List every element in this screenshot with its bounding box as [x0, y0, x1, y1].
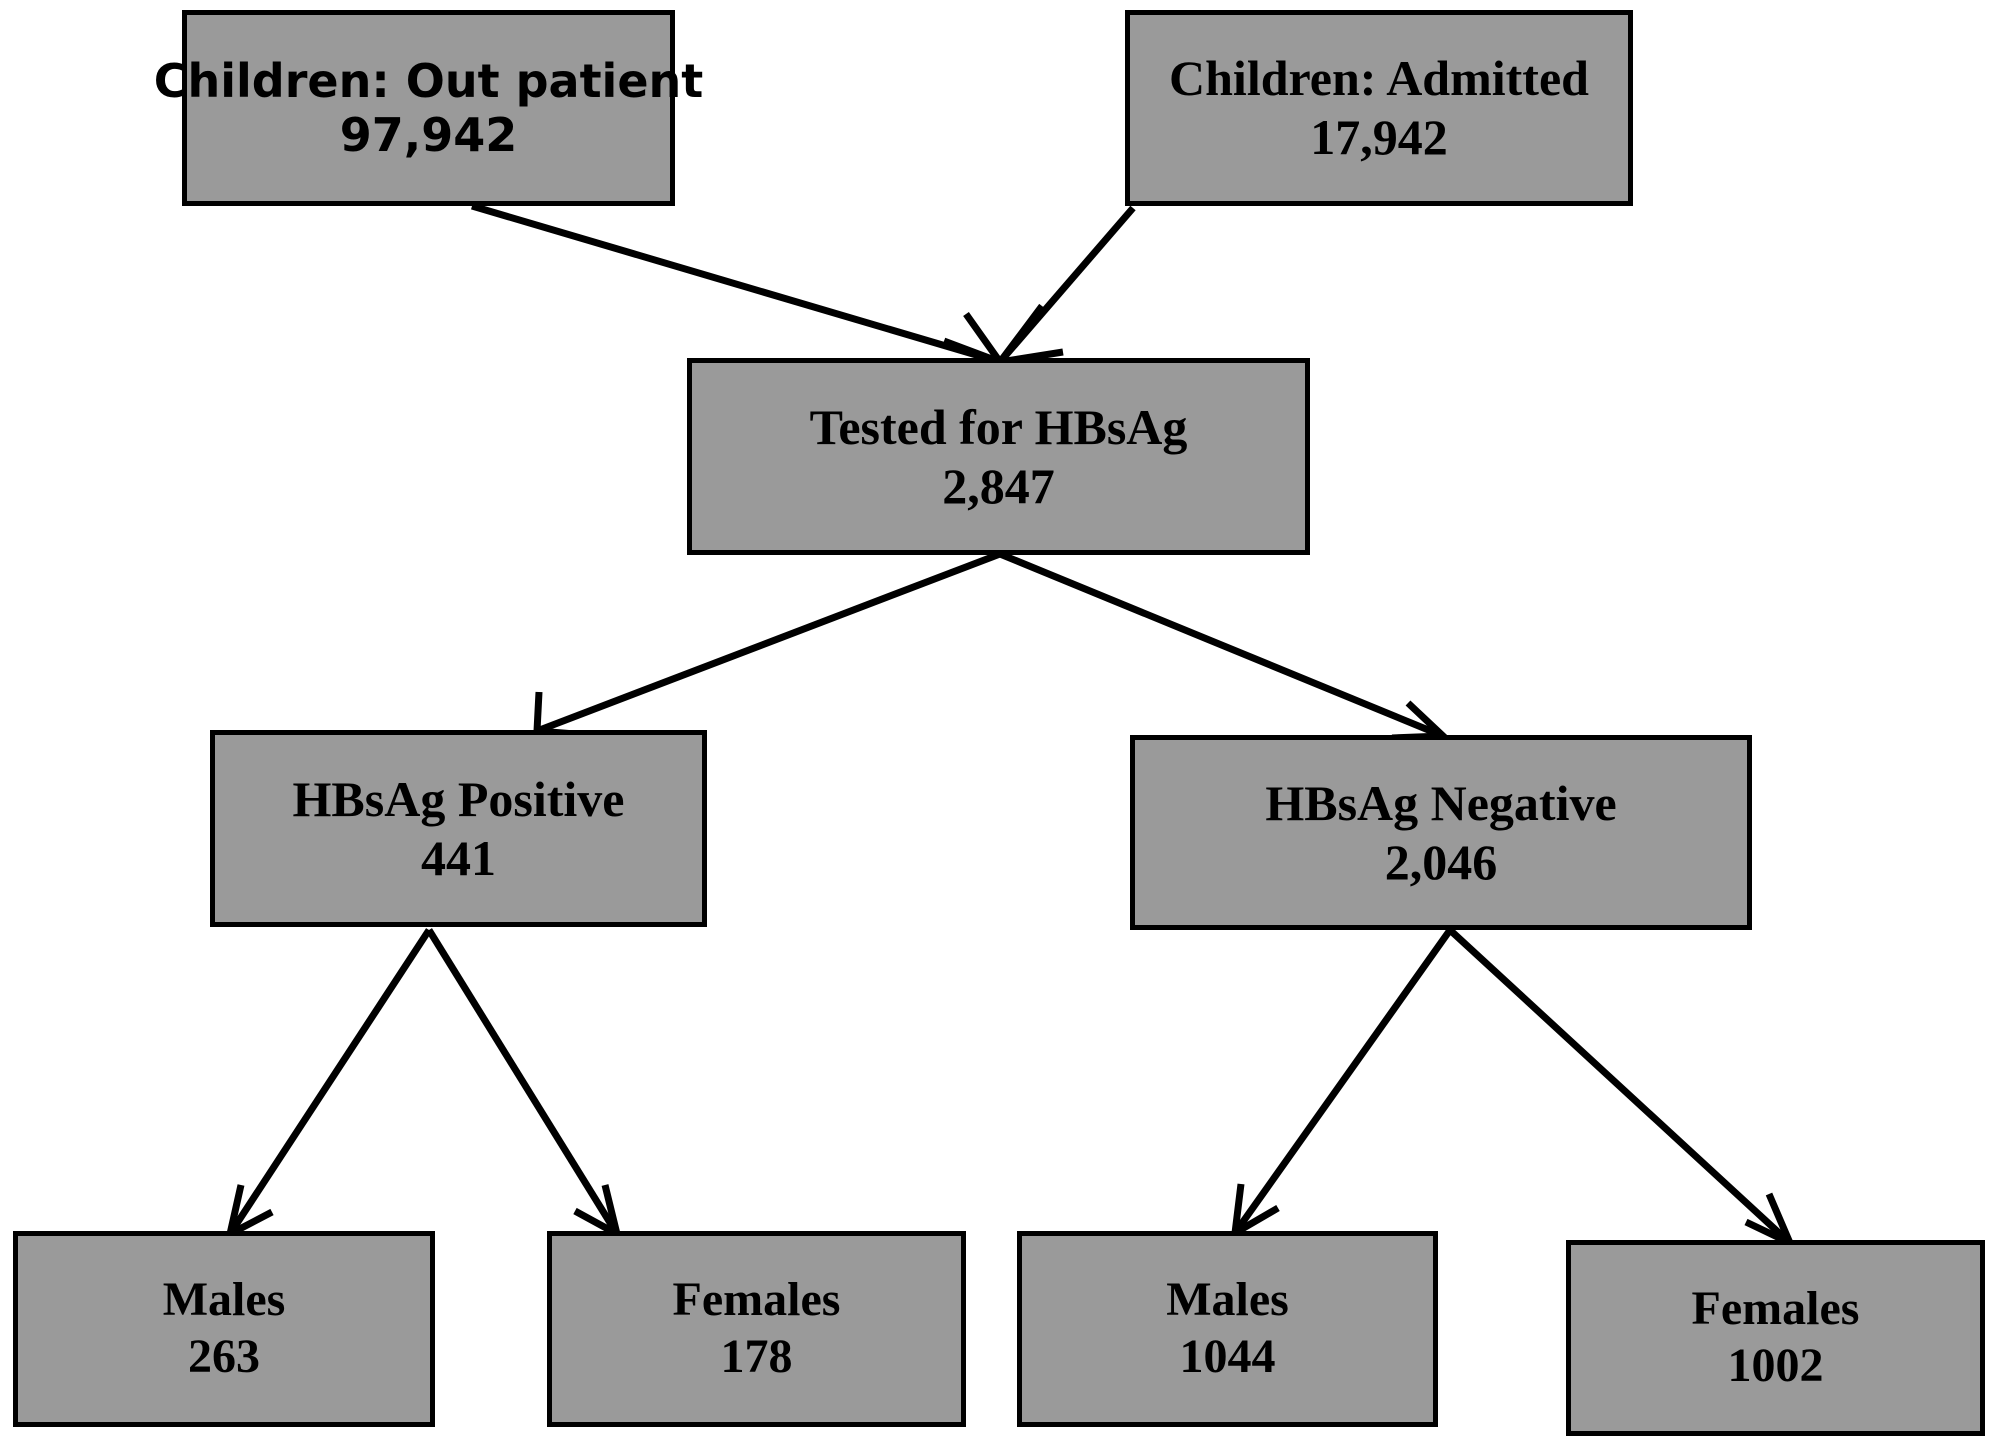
node-value: 263 [188, 1330, 260, 1383]
node-value: 1044 [1179, 1330, 1276, 1383]
node-children-admitted[interactable]: Children: Admitted 17,942 [1125, 10, 1633, 206]
node-value: 178 [720, 1330, 793, 1383]
edge-tested-to-negative [998, 550, 1452, 742]
node-label: Males [1166, 1273, 1289, 1327]
node-value: 1002 [1727, 1339, 1824, 1392]
node-value: 97,942 [339, 108, 518, 162]
node-value: 2,847 [942, 457, 1055, 514]
node-tested-for-hbsag[interactable]: Tested for HBsAg 2,847 [687, 358, 1310, 555]
node-hbsag-positive[interactable]: HBsAg Positive 441 [210, 730, 707, 927]
node-value: 17,942 [1310, 109, 1448, 165]
node-label: Females [672, 1273, 841, 1327]
node-label: Children: Out patient [153, 53, 704, 108]
node-value: 441 [421, 829, 496, 886]
node-children-out-patient[interactable]: Children: Out patient 97,942 [154, 10, 703, 206]
edge-tested-to-positive [533, 550, 1002, 739]
node-hbsag-negative[interactable]: HBsAg Negative 2,046 [1130, 735, 1752, 930]
node-label: Tested for HBsAg [809, 398, 1188, 455]
node-label: Males [162, 1273, 286, 1327]
edge-negative-to-neg-males [1230, 927, 1453, 1240]
edge-negative-to-neg-females [1447, 927, 1797, 1251]
node-positive-females[interactable]: Females 178 [547, 1231, 966, 1427]
node-label: HBsAg Positive [292, 770, 625, 827]
edge-admitted-to-tested [992, 205, 1136, 367]
node-negative-males[interactable]: Males 1044 [1017, 1231, 1438, 1427]
edge-positive-to-pos-males [224, 928, 432, 1241]
node-label: Children: Admitted [1169, 50, 1589, 106]
node-label: HBsAg Negative [1265, 774, 1617, 831]
edge-outpatient-to-tested [471, 202, 1010, 370]
node-value: 2,046 [1384, 833, 1498, 890]
edge-positive-to-pos-females [426, 928, 623, 1241]
node-negative-females[interactable]: Females 1002 [1566, 1240, 1985, 1436]
node-label: Females [1691, 1282, 1860, 1336]
node-positive-males[interactable]: Males 263 [13, 1231, 435, 1427]
